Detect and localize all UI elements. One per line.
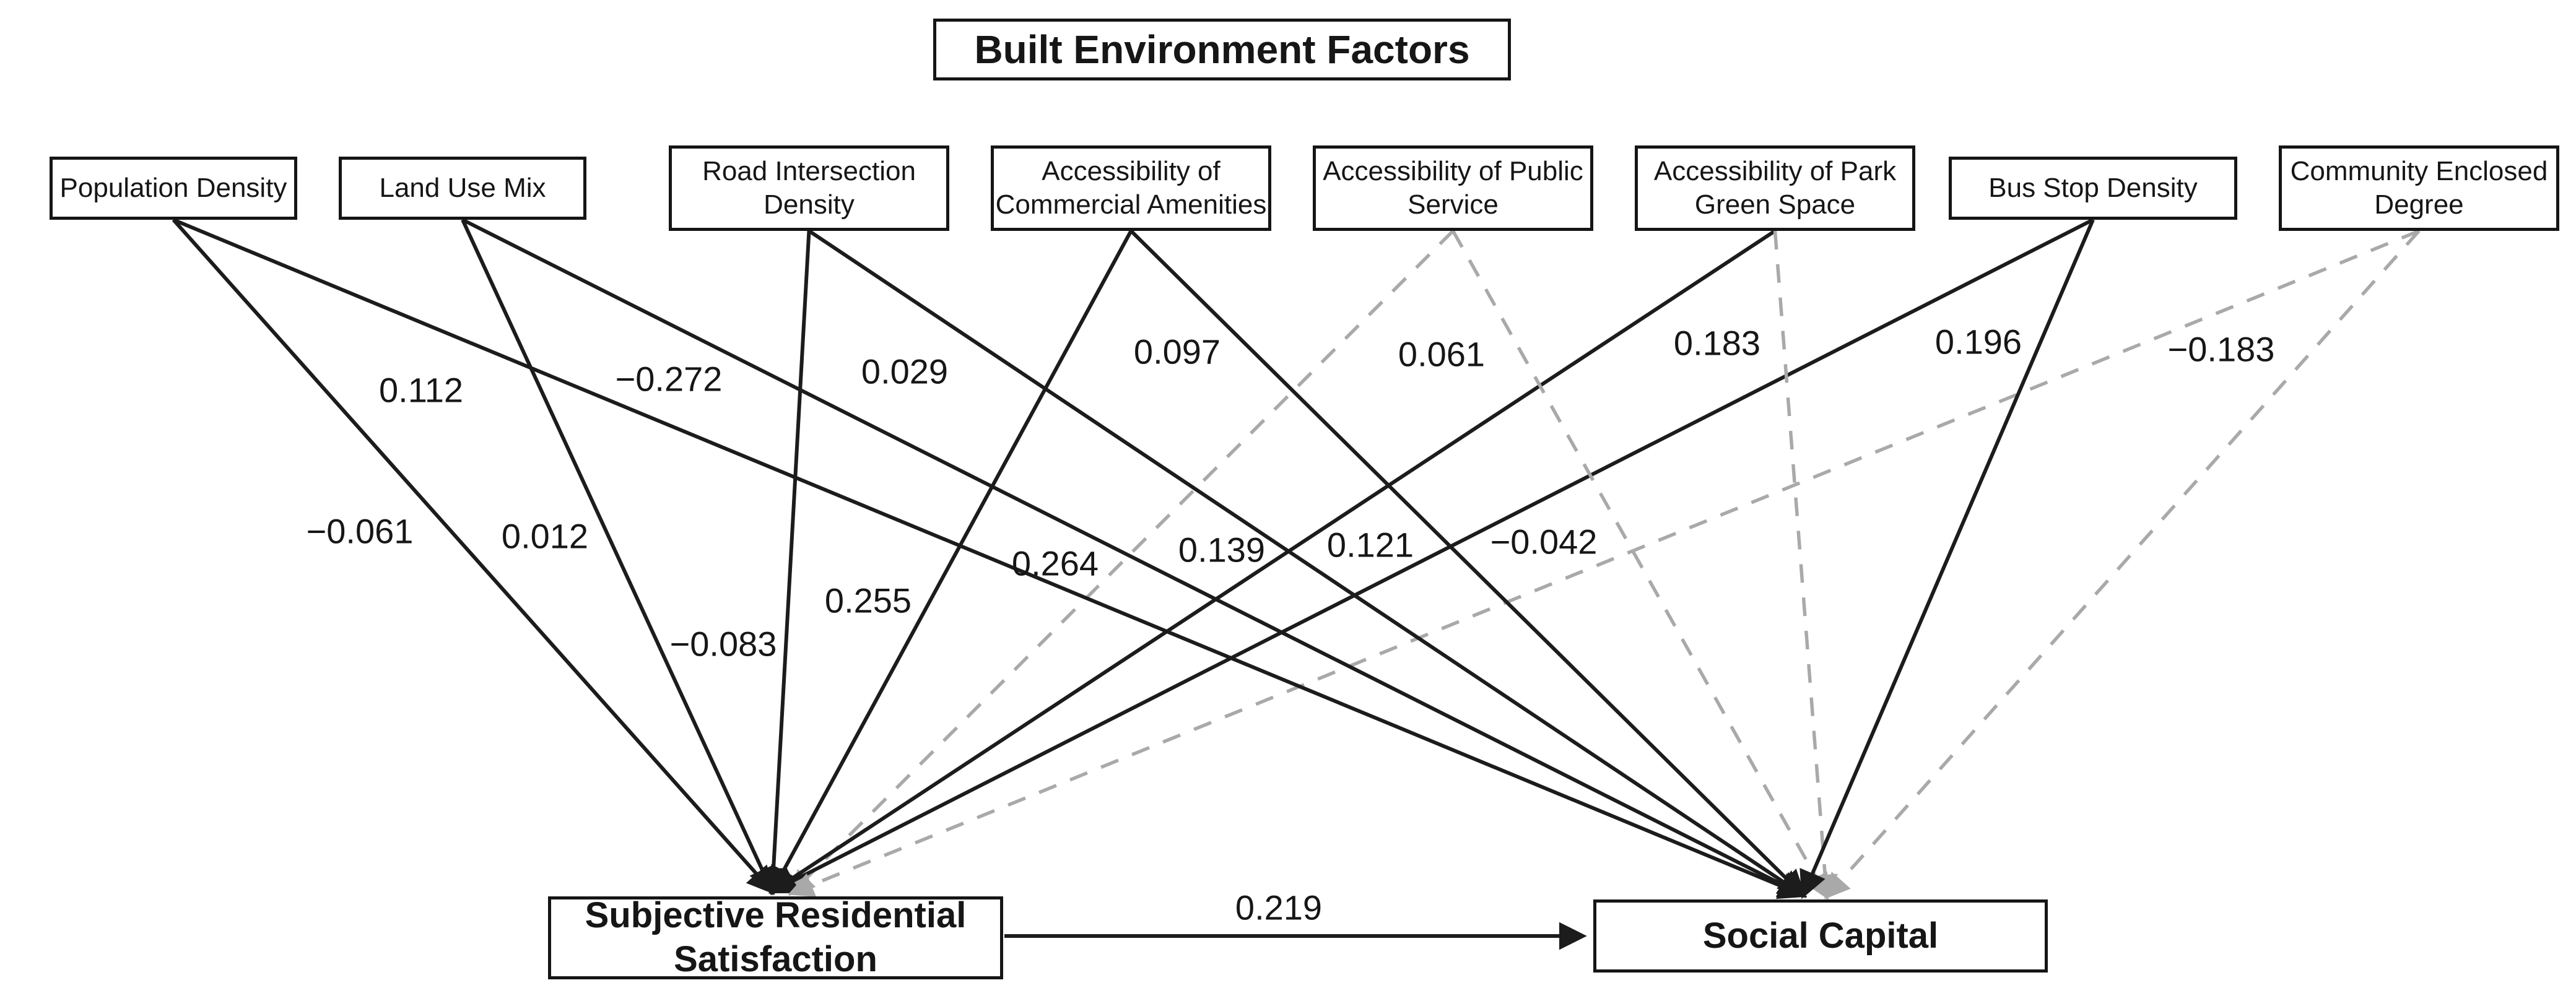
- box-label-line: Satisfaction: [674, 939, 877, 979]
- path-pd-srs: [172, 219, 775, 895]
- coefficient-lum-sc: −0.272: [615, 359, 723, 399]
- path-rid-sc: [807, 229, 1807, 898]
- box-label-line: Land Use Mix: [379, 173, 546, 204]
- box-label-line: Commercial Amenities: [995, 189, 1267, 220]
- coefficient-srs-sc: 0.219: [1235, 888, 1323, 927]
- node-lum: Land Use Mix: [339, 157, 586, 220]
- coefficient-rid-sc: 0.029: [861, 352, 949, 391]
- box-label-line: Accessibility of Park: [1653, 156, 1897, 187]
- coefficient-aca-srs: 0.255: [824, 581, 912, 620]
- path-aps-sc: [1451, 230, 1829, 900]
- box-label-line: Social Capital: [1702, 915, 1939, 956]
- coefficient-bsd-sc: 0.196: [1934, 322, 2022, 362]
- coefficient-apgs-srs: 0.139: [1178, 530, 1266, 570]
- box-label-line: Road Intersection: [702, 156, 916, 187]
- box-label-line: Accessibility of: [1042, 156, 1221, 187]
- path-ced-sc: [1824, 230, 2421, 899]
- box-label-line: Built Environment Factors: [974, 27, 1470, 72]
- box-label-line: Bus Stop Density: [1988, 173, 2198, 204]
- node-title: Built Environment Factors: [933, 19, 1511, 80]
- coefficient-aca-sc: 0.097: [1133, 332, 1221, 371]
- path-lum-srs: [461, 219, 775, 896]
- path-aps-srs: [788, 230, 1455, 896]
- path-rid-srs: [759, 230, 811, 896]
- path-bsd-srs: [768, 218, 2094, 894]
- node-pd: Population Density: [50, 157, 297, 220]
- coefficient-aps-srs: 0.264: [1011, 544, 1099, 583]
- box-label-line: Service: [1408, 189, 1499, 220]
- coefficient-pd-sc: 0.112: [379, 370, 463, 410]
- node-bsd: Bus Stop Density: [1949, 157, 2237, 220]
- box-label-line: Population Density: [59, 173, 287, 204]
- path-apgs-sc: [1773, 230, 1838, 901]
- path-lum-sc: [461, 218, 1808, 898]
- coefficient-pd-srs: −0.061: [306, 511, 414, 551]
- box-label-line: Subjective Residential: [585, 895, 967, 936]
- coefficient-lum-srs: 0.012: [501, 516, 589, 556]
- coefficient-apgs-sc: 0.183: [1673, 323, 1761, 363]
- box-label-line: Community Enclosed: [2290, 156, 2548, 187]
- box-label-line: Degree: [2374, 189, 2464, 220]
- box-label-line: Accessibility of Public: [1323, 156, 1583, 187]
- coefficient-ced-sc: −0.183: [2167, 329, 2275, 369]
- coefficient-aps-sc: 0.061: [1398, 334, 1486, 374]
- path-ced-srs: [788, 229, 2420, 897]
- path-pd-sc: [172, 218, 1808, 899]
- coefficient-ced-srs: −0.042: [1490, 522, 1598, 561]
- path-aca-sc: [1129, 229, 1806, 898]
- box-label-line: Density: [764, 189, 855, 220]
- path-bsd-sc: [1799, 219, 2095, 899]
- box-label-line: Green Space: [1694, 189, 1856, 220]
- path-apgs-srs: [768, 229, 1777, 894]
- node-sc: Social Capital: [1593, 899, 2048, 973]
- coefficient-bsd-srs: 0.121: [1326, 525, 1414, 565]
- path-aca-srs: [770, 230, 1133, 895]
- coefficient-rid-srs: −0.083: [669, 624, 777, 664]
